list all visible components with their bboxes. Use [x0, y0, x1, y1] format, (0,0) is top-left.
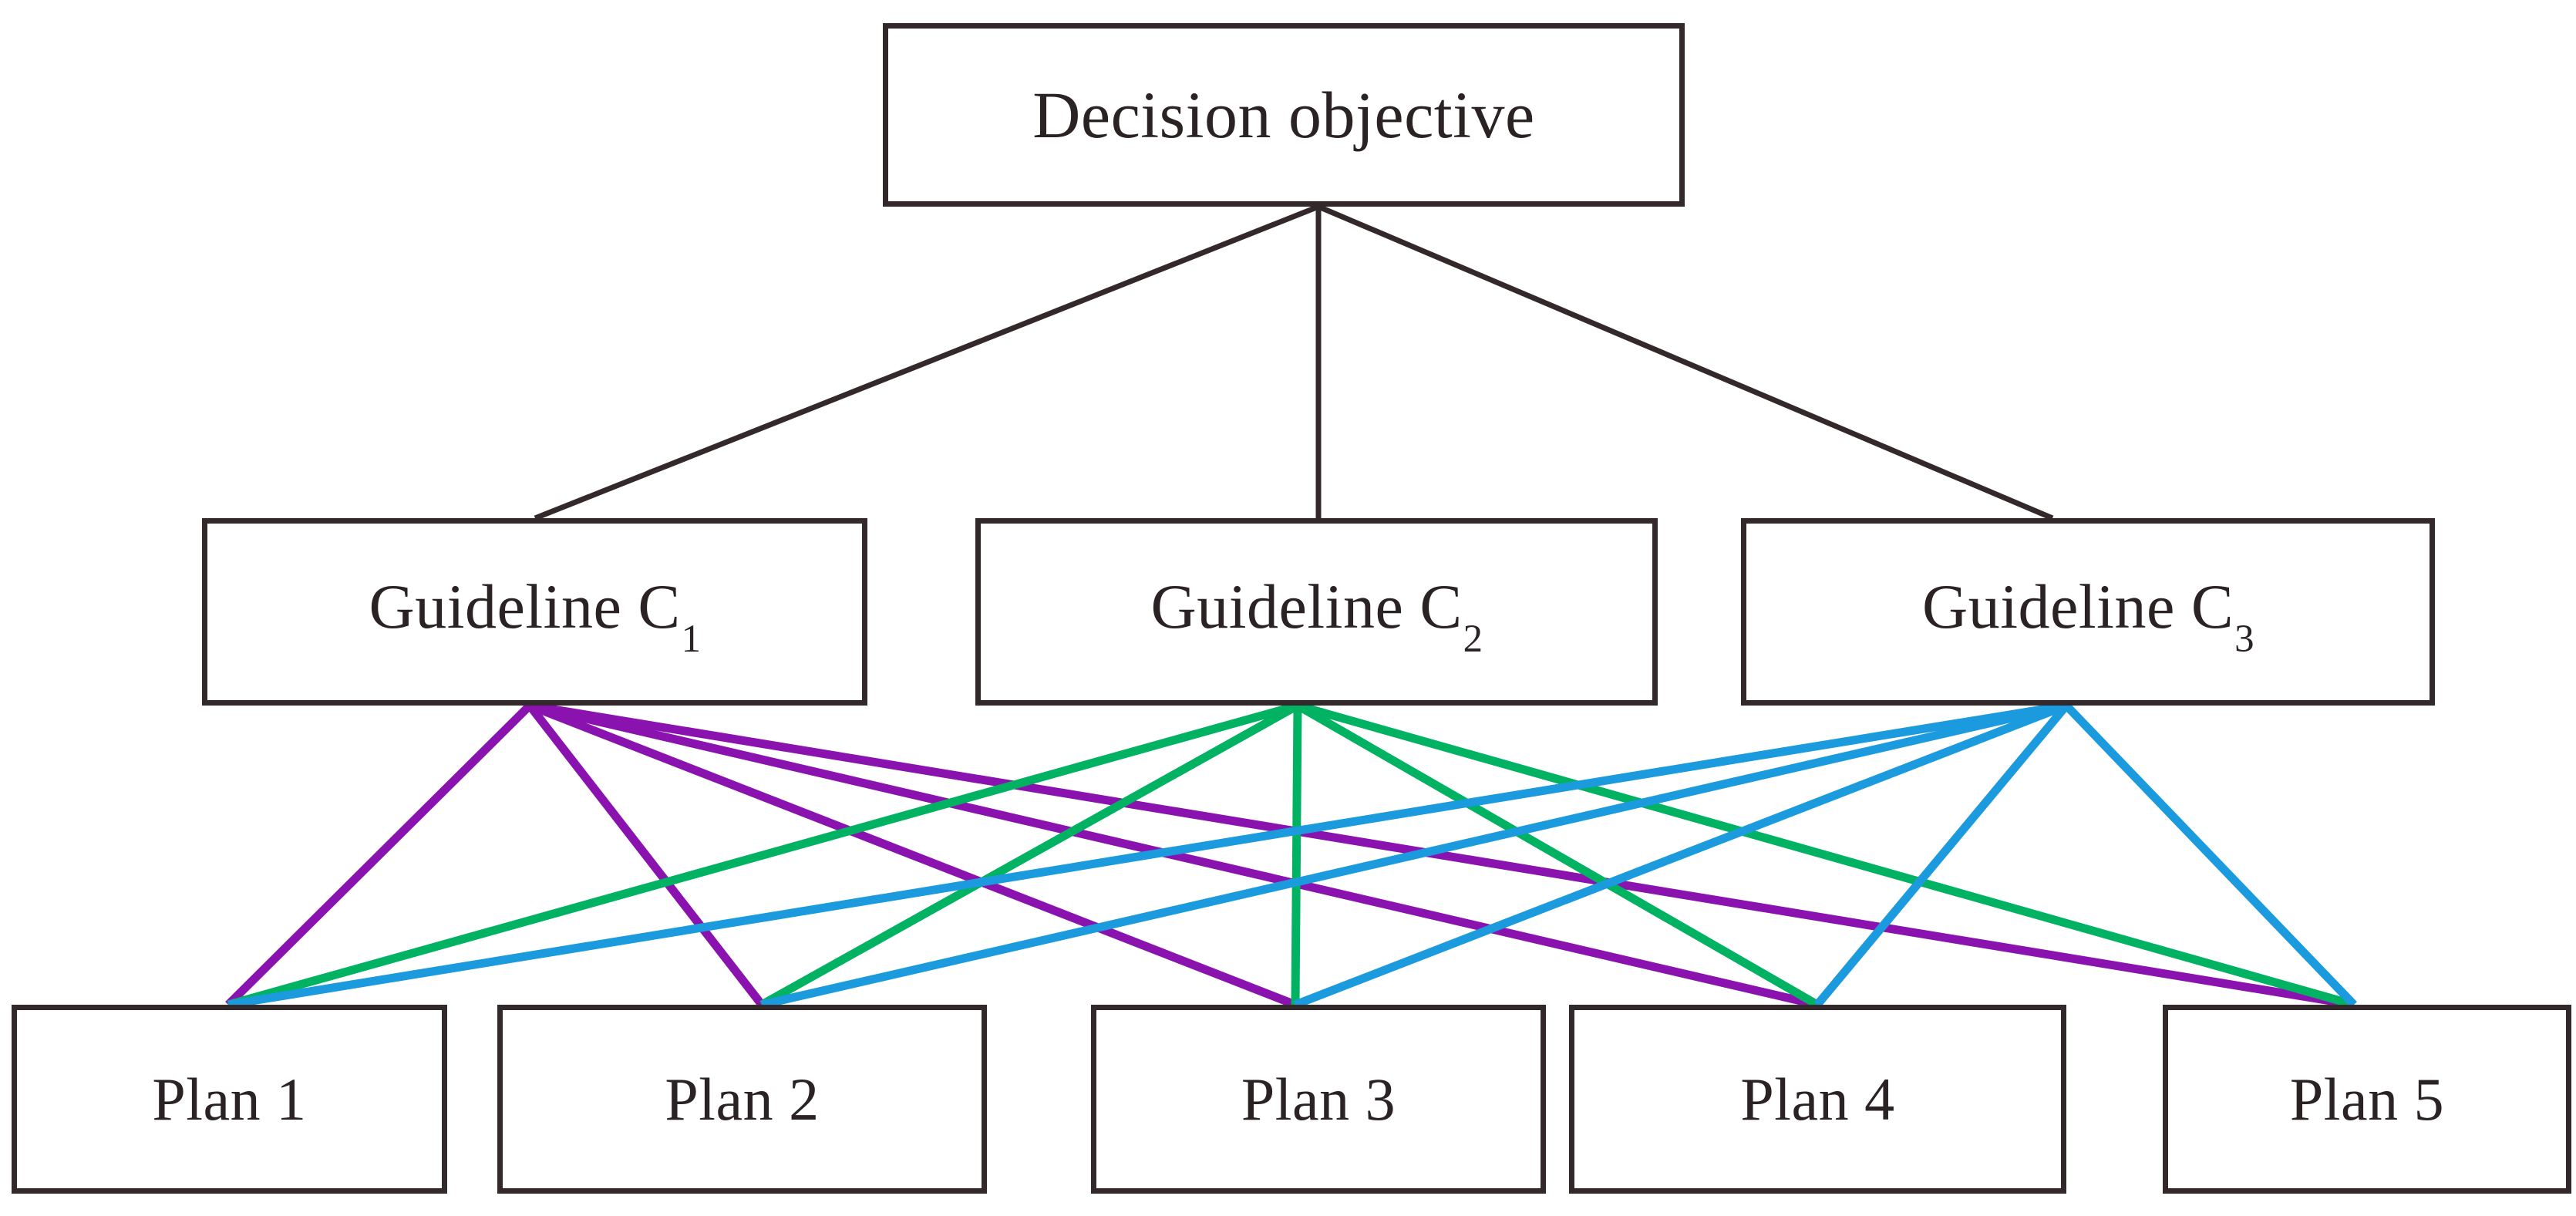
criterion-edge-guideline-c1-to-plan-1 — [225, 702, 533, 1008]
criterion-edge-guideline-c3-to-plan-3 — [1294, 701, 2068, 1009]
criterion-edge-guideline-c1-to-plan-4 — [528, 701, 1819, 1009]
guideline-c1-subscript: 1 — [681, 616, 702, 660]
plan-1-node[interactable]: Plan 1 — [12, 1005, 447, 1194]
criterion-edge-guideline-c1-to-plan-5 — [529, 701, 2355, 1009]
tree-edge-objective-to-criterion-3 — [1317, 204, 2054, 521]
criterion-edge-guideline-c2-to-plan-1 — [227, 701, 1299, 1009]
criterion-edge-guideline-c3-to-plan-1 — [227, 701, 2067, 1009]
criterion-edge-guideline-c1-to-plan-2 — [526, 702, 766, 1008]
guideline-c3-subscript: 3 — [2234, 616, 2254, 660]
plan-4-label: Plan 4 — [1740, 1065, 1895, 1133]
plan-2-label: Plan 2 — [665, 1065, 820, 1133]
criterion-edge-guideline-c2-to-plan-4 — [1295, 702, 1820, 1009]
plan-4-node[interactable]: Plan 4 — [1569, 1005, 2066, 1194]
guideline-c2-label: Guideline C2 — [1151, 575, 1483, 659]
guideline-c2-subscript: 2 — [1463, 616, 1483, 660]
criterion-edge-guideline-c3-to-plan-2 — [760, 701, 2068, 1009]
guideline-c1-node[interactable]: Guideline C1 — [202, 518, 867, 706]
tree-edge-objective-to-criterion-1 — [534, 204, 1320, 521]
criterion-edge-guideline-c2-to-plan-2 — [759, 702, 1300, 1009]
criterion-edge-guideline-c3-to-plan-4 — [1813, 702, 2070, 1008]
decision-objective-node[interactable]: Decision objective — [883, 23, 1685, 207]
criterion-edge-guideline-c2-to-plan-5 — [1296, 701, 2355, 1009]
guideline-c2-text: Guideline C — [1150, 571, 1463, 642]
criterion-edge-guideline-c3-to-plan-5 — [2063, 702, 2357, 1008]
criterion-edge-guideline-c1-to-plan-3 — [527, 701, 1298, 1009]
plan-2-node[interactable]: Plan 2 — [497, 1005, 987, 1194]
decision-objective-label: Decision objective — [1032, 78, 1535, 152]
plan-5-node[interactable]: Plan 5 — [2163, 1005, 2571, 1194]
guideline-c1-label: Guideline C1 — [369, 575, 702, 659]
plan-3-label: Plan 3 — [1241, 1065, 1396, 1133]
guideline-c2-node[interactable]: Guideline C2 — [975, 518, 1658, 706]
guideline-c3-node[interactable]: Guideline C3 — [1741, 518, 2435, 706]
guideline-c3-text: Guideline C — [1922, 571, 2234, 642]
guideline-c1-text: Guideline C — [369, 571, 681, 642]
criterion-edge-guideline-c2-to-plan-3 — [1291, 705, 1302, 1005]
plan-1-label: Plan 1 — [152, 1065, 307, 1133]
plan-3-node[interactable]: Plan 3 — [1091, 1005, 1546, 1194]
guideline-c3-label: Guideline C3 — [1922, 575, 2254, 659]
plan-5-label: Plan 5 — [2289, 1065, 2445, 1133]
